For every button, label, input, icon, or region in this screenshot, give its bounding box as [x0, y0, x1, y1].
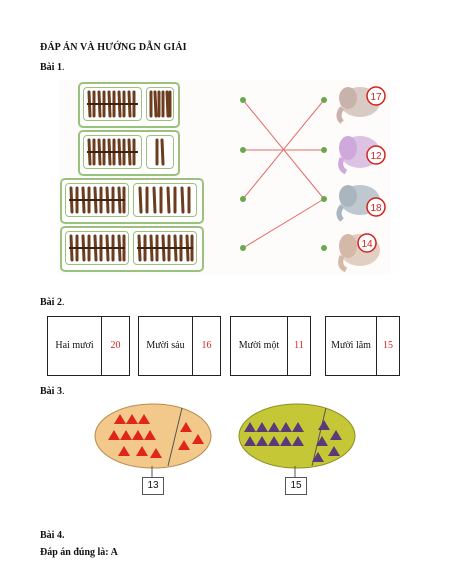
sets-figure: 13 15 — [90, 400, 360, 498]
svg-text:18: 18 — [370, 203, 382, 214]
elephants-illustration: 17 12 18 14 — [336, 86, 386, 273]
section-label-bai-1: Bài 1. — [40, 62, 65, 73]
card-word: Mười lăm — [331, 340, 371, 351]
elephant-icon: 14 — [338, 233, 380, 273]
sticks-icon — [155, 138, 165, 166]
bundle-ten-second — [133, 231, 197, 265]
match-dot — [240, 147, 246, 153]
triangle-icon — [244, 420, 342, 462]
card-word: Hai mươi — [55, 340, 94, 351]
loose-sticks — [146, 87, 174, 121]
bundle-ten — [65, 183, 129, 217]
card-divider — [101, 317, 102, 375]
svg-text:14: 14 — [361, 239, 373, 250]
card-word: Mười một — [238, 340, 280, 351]
stick-group-14 — [60, 226, 204, 272]
sticks-icon — [69, 186, 126, 214]
card-word: Mười sáu — [146, 340, 185, 351]
sets-illustration — [94, 403, 356, 477]
loose-sticks — [133, 183, 197, 217]
card-divider — [192, 317, 193, 375]
number-card: Mười lăm 15 — [325, 316, 400, 376]
elephant-icon: 17 — [336, 86, 386, 124]
elephant-icon: 18 — [336, 185, 386, 222]
match-dot — [321, 147, 327, 153]
number-card: Hai mươi 20 — [47, 316, 130, 376]
card-number: 20 — [110, 340, 121, 351]
bundle-ten — [65, 231, 129, 265]
sticks-icon — [149, 90, 172, 118]
sticks-icon — [87, 138, 138, 166]
card-divider — [287, 317, 288, 375]
number-card: Mười sáu 16 — [138, 316, 221, 376]
section-label-bai-2: Bài 2. — [40, 297, 65, 308]
count-box-right: 15 — [285, 477, 307, 495]
match-dot — [321, 245, 327, 251]
match-dot — [240, 245, 246, 251]
sticks-icon — [138, 186, 191, 214]
number-card: Mười một 11 — [230, 316, 311, 376]
match-dot — [321, 196, 327, 202]
count-box-left: 13 — [142, 477, 164, 495]
sticks-icon — [69, 234, 126, 262]
triangle-icon — [108, 414, 204, 458]
card-number: 15 — [383, 340, 393, 351]
answer-text: Đáp án đúng là: A — [40, 547, 118, 558]
bundle-ten — [83, 87, 142, 121]
svg-text:12: 12 — [370, 151, 382, 162]
match-dot — [240, 97, 246, 103]
loose-sticks — [146, 135, 174, 169]
page-title: ĐÁP ÁN VÀ HƯỚNG DẪN GIẢI — [40, 42, 187, 53]
match-dot — [240, 196, 246, 202]
bundle-ten — [83, 135, 142, 169]
stick-group-18 — [60, 178, 204, 224]
elephant-icon: 12 — [338, 136, 386, 175]
sticks-icon — [137, 234, 194, 262]
sticks-icon — [87, 90, 138, 118]
section-label-bai-4: Bài 4. — [40, 530, 65, 541]
card-number: 16 — [201, 340, 212, 351]
stick-group-12 — [78, 130, 180, 176]
match-dot — [321, 97, 327, 103]
matching-figure: 17 12 18 14 — [58, 80, 391, 275]
section-label-bai-3: Bài 3. — [40, 386, 65, 397]
stick-group-17 — [78, 82, 180, 128]
svg-text:17: 17 — [370, 92, 382, 103]
card-number: 11 — [294, 340, 304, 351]
matching-lines — [242, 99, 325, 249]
card-divider — [376, 317, 377, 375]
